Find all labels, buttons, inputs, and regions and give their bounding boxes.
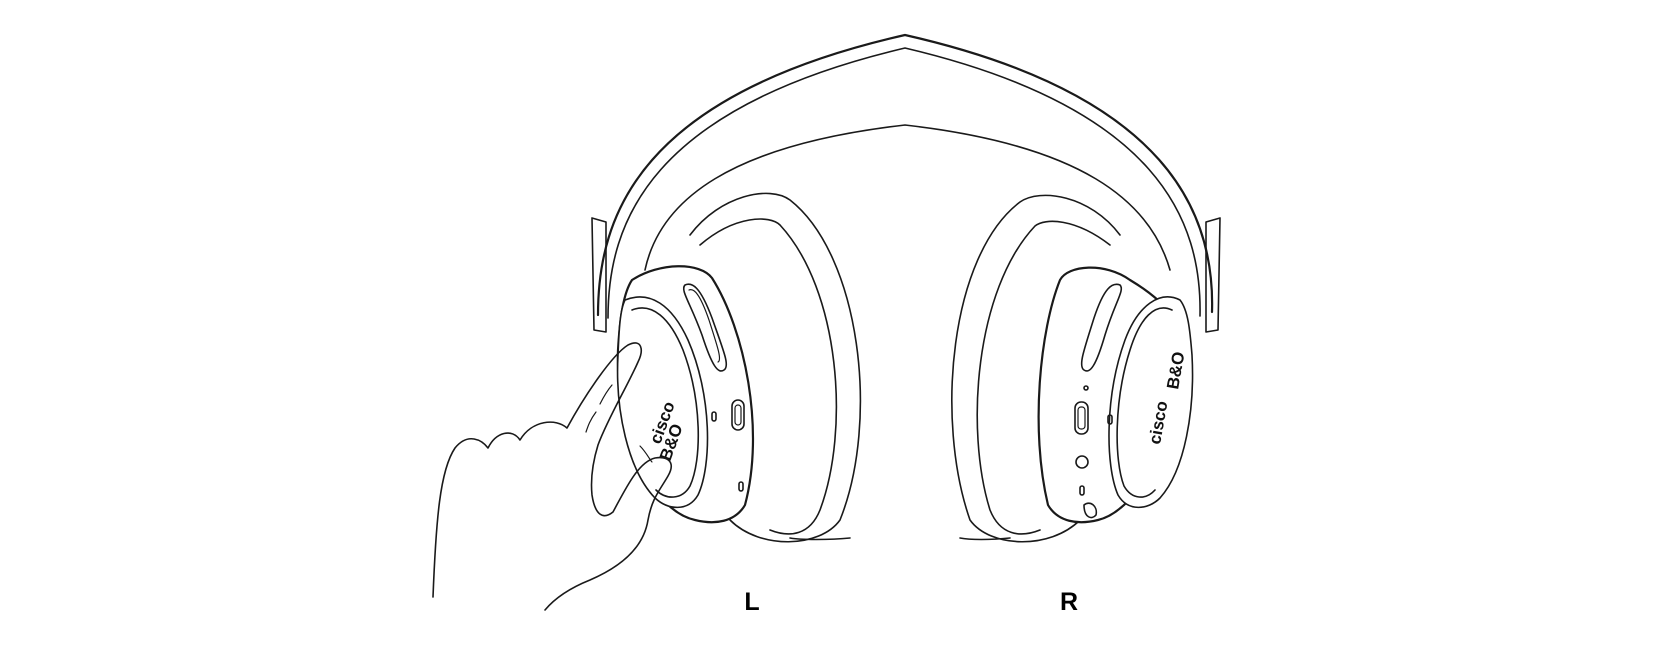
- right-ear-label: R: [1059, 588, 1079, 616]
- headband: [591, 33, 1221, 333]
- usb-c-port-icon-right: [1074, 401, 1089, 435]
- left-ear-cup: cisco B&O: [616, 265, 755, 524]
- right-ear-cup: cisco B&O: [1037, 266, 1194, 524]
- audio-jack-icon: [1075, 455, 1089, 469]
- usb-c-port-icon: [731, 399, 745, 431]
- right-ear-cushion: [951, 194, 1121, 543]
- pointing-hand-icon: [432, 342, 672, 611]
- left-ear-cushion: [689, 192, 862, 543]
- left-ear-label: L: [744, 588, 760, 616]
